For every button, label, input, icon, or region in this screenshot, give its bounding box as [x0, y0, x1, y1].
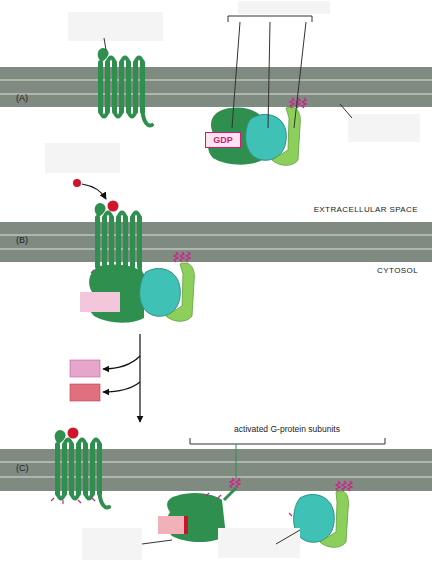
annotation-label: EXTRACELLULAR SPACE — [314, 205, 418, 214]
signal-molecule — [73, 179, 81, 187]
gtp-edge — [184, 516, 188, 534]
annotation-label: (B) — [16, 235, 28, 245]
blank-gdp-box — [80, 292, 120, 312]
annotation-label: CYTOSOL — [377, 266, 418, 275]
membrane-stripe — [0, 79, 432, 81]
lipid-anchor — [336, 481, 352, 491]
g-gamma-subunit — [166, 263, 194, 321]
leader-line — [294, 22, 306, 128]
molecule-tag: GDP — [205, 132, 241, 148]
leader-line — [268, 22, 270, 128]
exchange-arrow — [103, 382, 140, 392]
receptor-protein — [98, 48, 152, 125]
membrane-stripe — [0, 93, 432, 95]
annotation-label: (A) — [16, 93, 28, 103]
molecule-name: GDP — [213, 135, 233, 145]
process-arrow — [139, 334, 140, 422]
blank-gtp-box — [158, 516, 188, 534]
lipid-anchor — [290, 98, 306, 108]
bound-signal-molecule — [108, 201, 119, 212]
plasma-membrane — [0, 67, 432, 491]
lipid-anchor — [174, 252, 190, 262]
blank-label-box — [218, 528, 300, 558]
annotation-label: activated G-protein subunits — [234, 424, 340, 434]
leader-line — [142, 540, 172, 544]
blank-label-box — [68, 12, 163, 41]
activation-mark — [51, 498, 95, 504]
tether-line — [236, 444, 237, 478]
release-arrow — [103, 356, 140, 369]
blank-gtp-box — [70, 384, 100, 401]
g-gamma-subunit — [272, 107, 300, 165]
blank-label-box — [348, 114, 420, 142]
leader-line — [232, 22, 240, 128]
membrane-band — [0, 222, 432, 262]
bracket — [190, 438, 385, 444]
blank-gdp-box — [70, 360, 100, 377]
leader-line — [276, 530, 300, 544]
blank-label-box — [238, 1, 330, 14]
receptor-protein — [55, 430, 109, 507]
membrane-stripe — [0, 248, 432, 250]
g-beta-subunit — [140, 269, 181, 317]
membrane-stripe — [0, 234, 432, 236]
binding-arrow — [82, 184, 106, 199]
annotation-label: (C) — [16, 463, 29, 473]
g-beta-subunit — [246, 114, 287, 160]
bracket — [228, 16, 312, 22]
leader-line — [104, 38, 106, 50]
leader-line — [340, 104, 352, 118]
g-gamma-subunit — [320, 491, 349, 547]
lipid-anchor — [230, 478, 240, 488]
g-alpha-subunit — [224, 488, 236, 500]
membrane-band — [0, 67, 432, 107]
activation-mark — [206, 493, 221, 498]
blank-label-box — [45, 143, 120, 173]
bound-signal-molecule — [68, 428, 79, 439]
blank-label-box — [82, 528, 142, 560]
